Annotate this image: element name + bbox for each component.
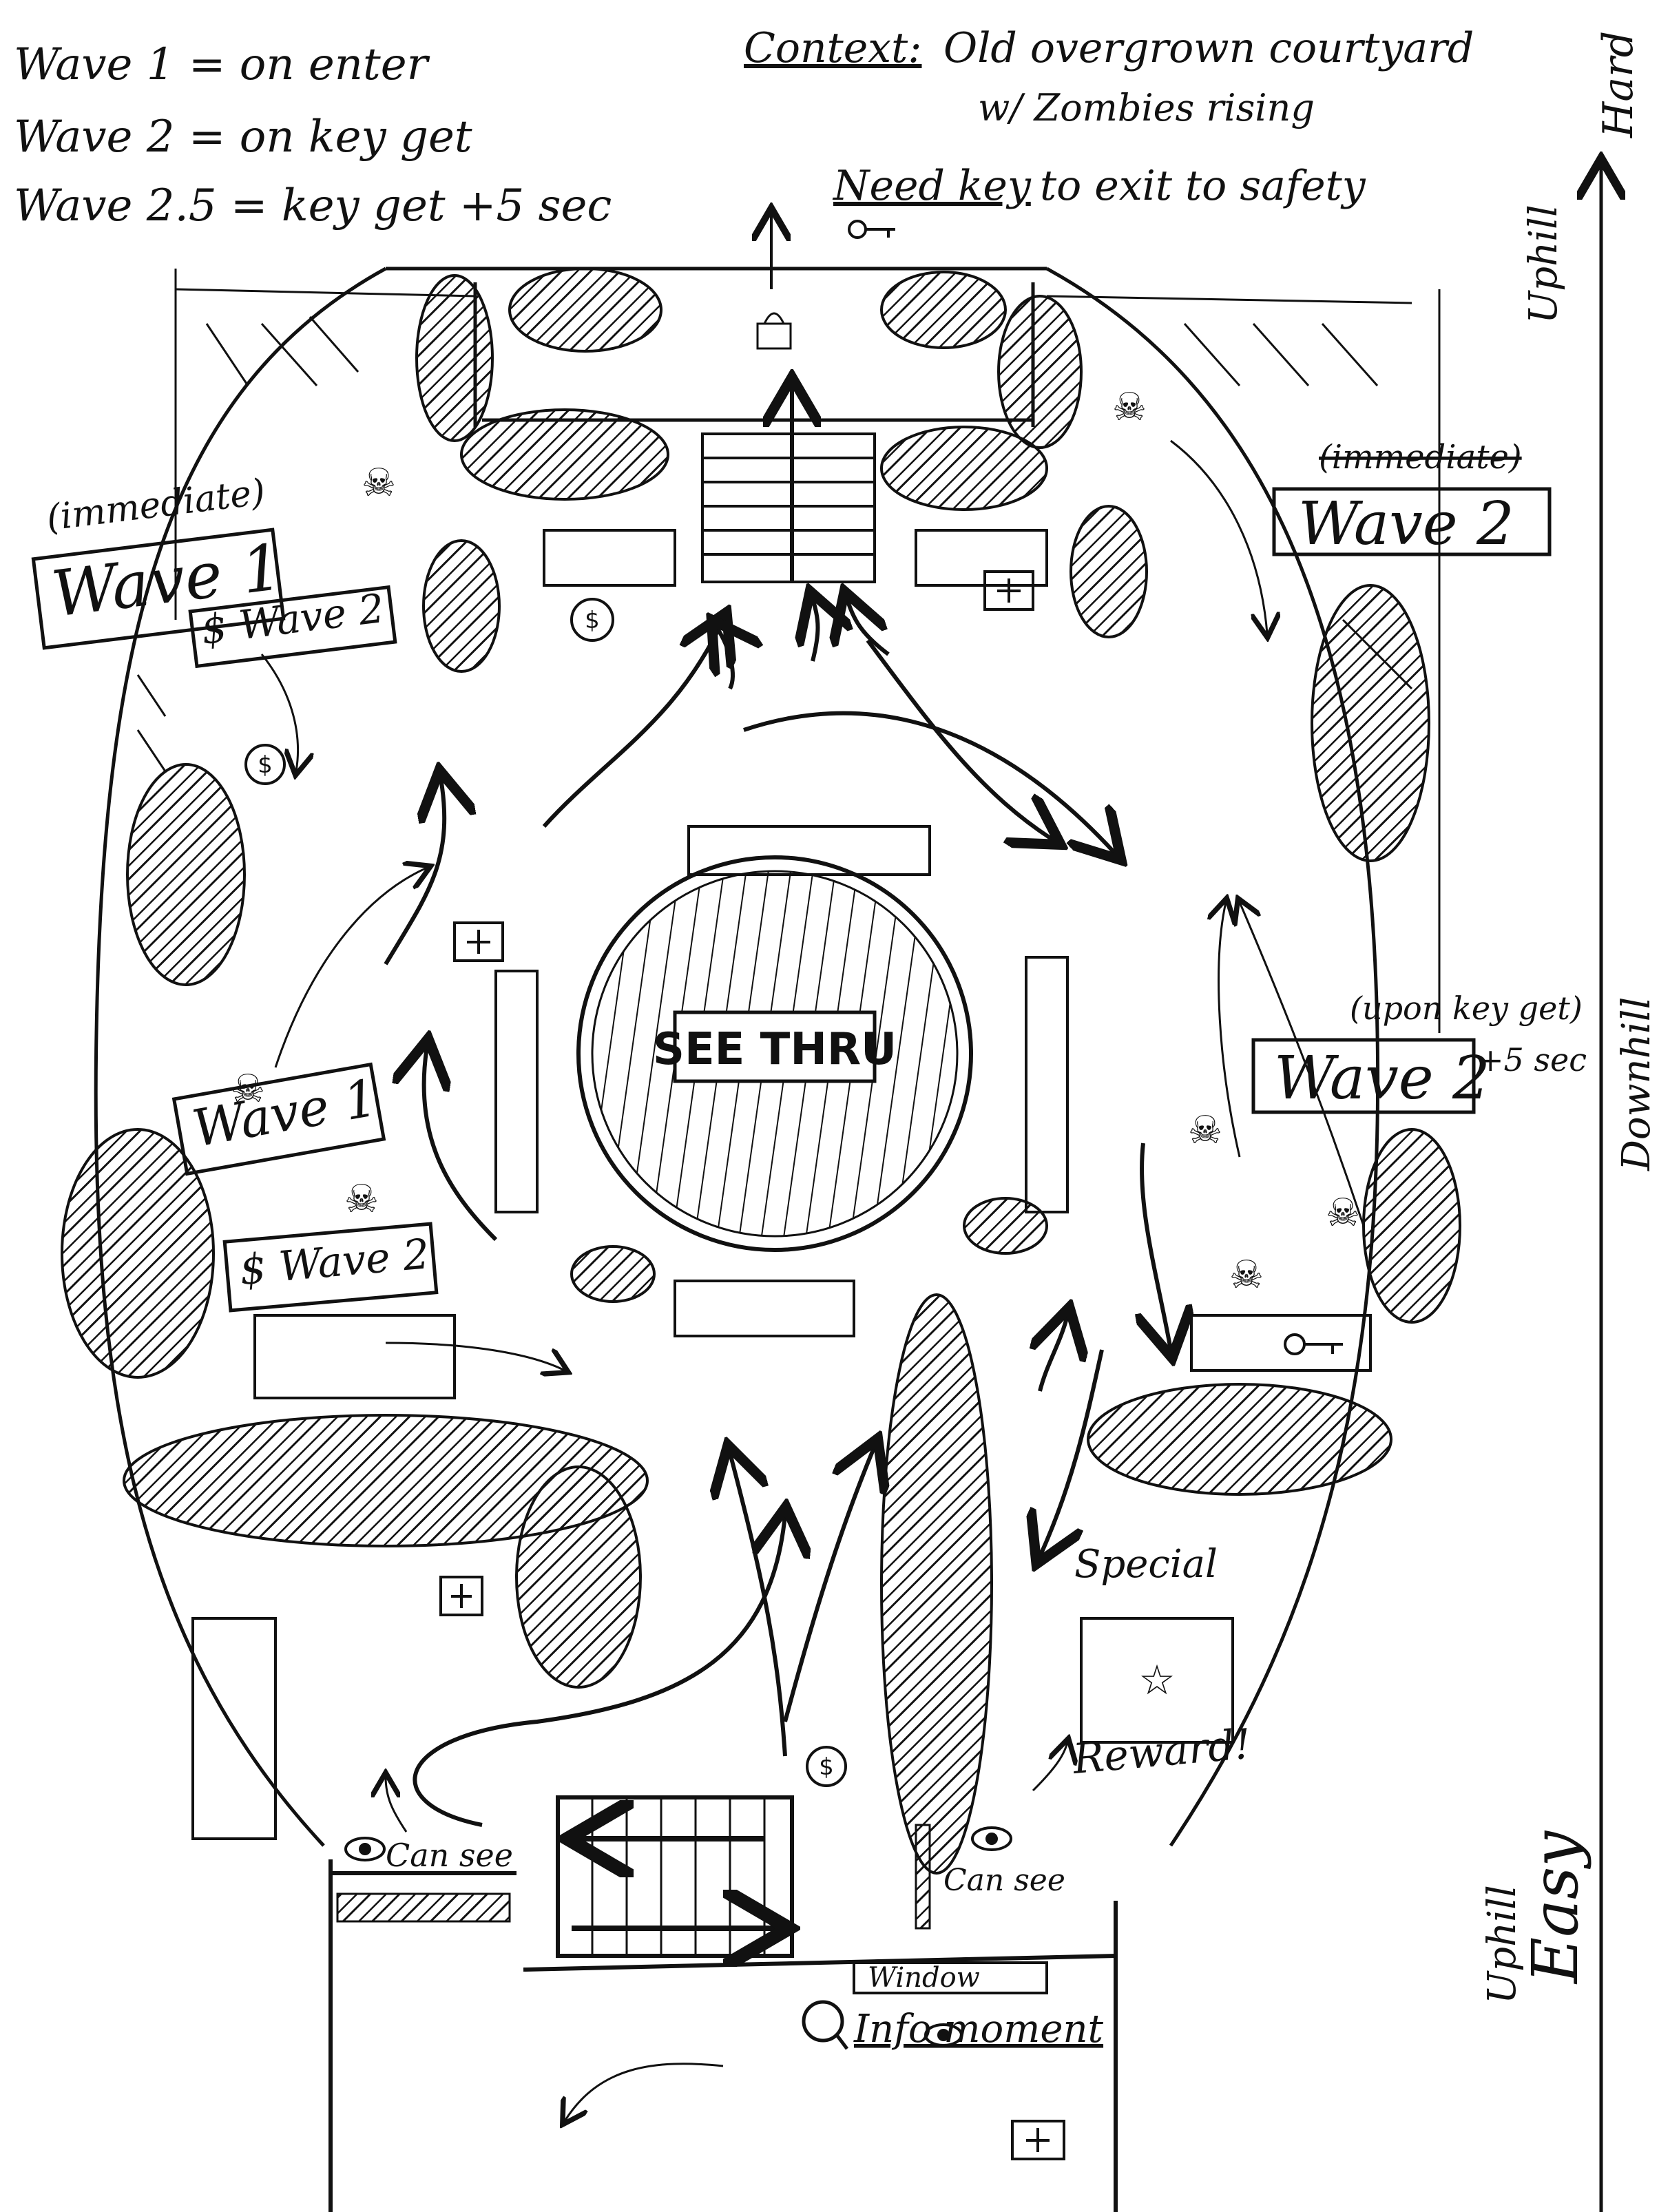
hedge-left-lower bbox=[62, 1129, 213, 1377]
health-pack-icon bbox=[985, 572, 1033, 609]
hedge-bottom-mid bbox=[517, 1467, 640, 1687]
wave2-top-right-label: Wave 2 bbox=[1298, 490, 1514, 559]
axis-uphill-top-label: Uphill bbox=[1521, 205, 1566, 324]
wave2-mid-right-label: Wave 2 bbox=[1274, 1044, 1490, 1113]
can-see-right-label: Can see bbox=[943, 1863, 1065, 1898]
note-wave1: Wave 1 = on enter bbox=[14, 39, 430, 90]
eye-icon bbox=[346, 1838, 384, 1860]
hedge-center-column bbox=[881, 1295, 992, 1873]
hedge-right-upper bbox=[1071, 506, 1147, 637]
can-see-left-label: Can see bbox=[386, 1837, 513, 1874]
health-pack-icon bbox=[441, 1577, 482, 1615]
axis-hard-label: Hard bbox=[1594, 31, 1642, 138]
axis-downhill-label: Downhill bbox=[1614, 997, 1659, 1171]
info-icon bbox=[804, 2002, 847, 2049]
see-thru-label: SEE THRU bbox=[653, 1024, 897, 1075]
hedge-left-side bbox=[127, 764, 244, 985]
reward-label: Reward! bbox=[1070, 1720, 1253, 1784]
key-icon bbox=[1285, 1335, 1343, 1354]
need-key-label: Need key bbox=[832, 162, 1032, 210]
hedge-top-mid-right bbox=[881, 272, 1005, 348]
context-line2: w/ Zombies rising bbox=[978, 86, 1315, 129]
skull-icon: ☠ bbox=[362, 461, 396, 505]
health-pack-icon bbox=[1012, 2121, 1064, 2159]
eye-icon bbox=[972, 1828, 1011, 1850]
info-moment-label: Info moment bbox=[853, 2007, 1104, 2052]
context-label: Context: bbox=[744, 24, 921, 72]
hedge-top-right bbox=[999, 296, 1081, 448]
axis-easy-label: Easy bbox=[1519, 1830, 1592, 1985]
stair-arrows bbox=[572, 1839, 778, 1928]
plus5sec-label: +5 sec bbox=[1477, 1041, 1587, 1078]
skull-icon: ☠ bbox=[1326, 1191, 1360, 1235]
top-stairs bbox=[702, 386, 875, 582]
money-bag-icon: $ bbox=[246, 745, 284, 784]
skull-icon: ☠ bbox=[1229, 1253, 1264, 1297]
hedge-right-lower bbox=[1088, 1384, 1391, 1494]
note-wave2: Wave 2 = on key get bbox=[14, 112, 472, 163]
hedge-small-2 bbox=[964, 1198, 1047, 1253]
key-spawn-box bbox=[1191, 1315, 1370, 1370]
hedge-right-side bbox=[1312, 585, 1429, 861]
hedge-right-edge bbox=[1364, 1129, 1460, 1322]
skull-icon: ☠ bbox=[1112, 385, 1147, 430]
svg-text:☆: ☆ bbox=[1138, 1656, 1176, 1704]
money-bag-icon: $ bbox=[572, 599, 613, 640]
hedge-left-upper bbox=[424, 541, 499, 671]
key-icon bbox=[849, 221, 895, 238]
note-wave25: Wave 2.5 = key get +5 sec bbox=[14, 180, 612, 231]
money-bag-icon: $ bbox=[807, 1747, 846, 1786]
svg-text:$: $ bbox=[585, 607, 600, 634]
lock-icon bbox=[758, 313, 791, 348]
health-pack-icon bbox=[455, 923, 503, 961]
upon-key-get-label: (upon key get) bbox=[1350, 990, 1583, 1027]
window-label: Window bbox=[868, 1962, 980, 1994]
immediate-right-struck-label: (immediate) bbox=[1319, 438, 1522, 477]
hedge-top-left bbox=[417, 275, 492, 441]
skull-icon: ☠ bbox=[344, 1177, 379, 1222]
hedge-small-1 bbox=[572, 1246, 654, 1302]
hedge-top-right-2 bbox=[881, 427, 1047, 510]
to-exit-label: to exit to safety bbox=[1040, 162, 1366, 210]
hedge-top-mid-left bbox=[510, 269, 661, 351]
center-fountain: SEE THRU bbox=[578, 857, 971, 1250]
bottom-stairs bbox=[592, 1797, 764, 1956]
svg-text:$: $ bbox=[819, 1753, 834, 1781]
reward-star-icon: ☆ bbox=[1138, 1656, 1176, 1704]
special-label: Special bbox=[1074, 1542, 1218, 1587]
hedge-top-left-2 bbox=[461, 410, 668, 499]
context-line1: Old overgrown courtyard bbox=[943, 24, 1474, 72]
svg-text:$: $ bbox=[258, 751, 273, 779]
skull-icon: ☠ bbox=[1188, 1108, 1222, 1153]
immediate-left-label: (immediate) bbox=[44, 471, 267, 539]
